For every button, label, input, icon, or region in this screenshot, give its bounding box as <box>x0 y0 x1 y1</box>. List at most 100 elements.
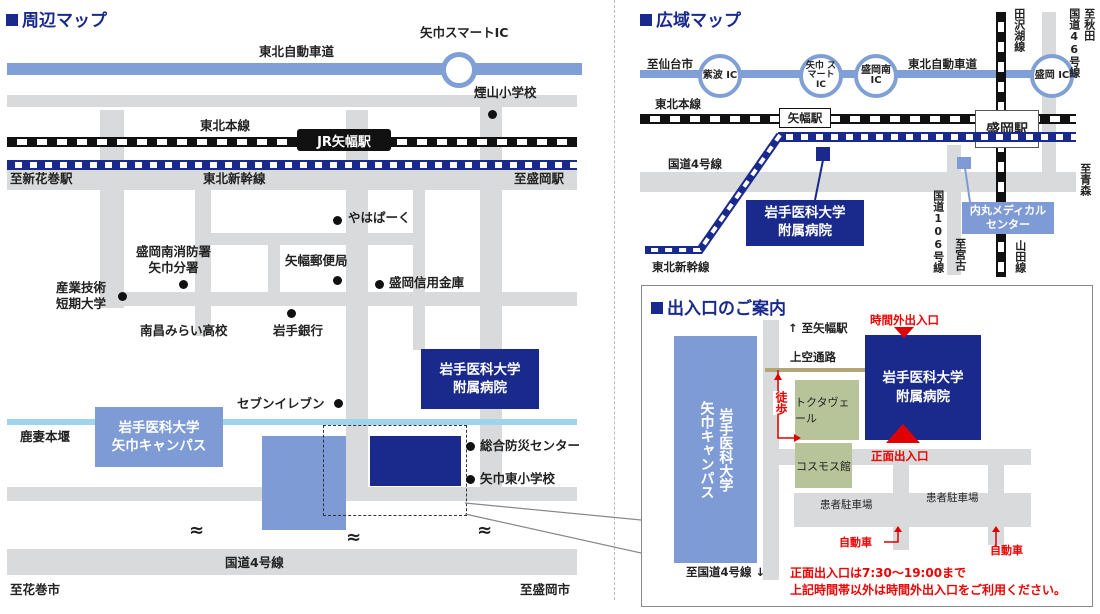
shinkin-label: 盛岡信用金庫 <box>389 275 465 290</box>
hospital-block <box>370 436 461 486</box>
to-sendai-label: 至仙台市 <box>647 57 693 71</box>
entrance-road-v <box>763 320 779 580</box>
iwate-bank-label: 岩手銀行 <box>273 323 324 338</box>
main-entrance-label: 正面出入口 <box>871 449 929 463</box>
entrance-campus-block: 岩手医科大学 矢巾キャンパス <box>674 336 757 563</box>
to-aomori-label: 至青森 <box>1078 163 1092 196</box>
tohoku-line <box>7 137 577 147</box>
road-h1 <box>7 95 577 107</box>
wide-shinkansen-h <box>778 132 1076 142</box>
to-akita-label: 至秋田 <box>1082 8 1096 41</box>
wide-route4-label: 国道4号線 <box>668 157 723 171</box>
tohoku-line-label: 東北本線 <box>200 118 251 133</box>
entrance-note-2: 上記時間帯以外は時間外出入口をご利用ください。 <box>790 583 1067 597</box>
cosmos-building: コスモス館 <box>795 443 852 488</box>
tazawako-line-label: 田沢湖線 <box>1012 8 1026 52</box>
road-break-right: ≈ <box>477 520 493 541</box>
car1-label: 自動車 <box>839 536 872 549</box>
to-route4-label: 至国道4号線 ↓ <box>686 565 766 579</box>
to-yahaba-label: ↑ 至矢幅駅 <box>788 321 848 335</box>
wide-map-title: 広域マップ <box>640 6 741 31</box>
car-route-1 <box>884 526 902 543</box>
smart-ic-marker <box>441 52 477 88</box>
tech-college-label: 産業技術 短期大学 <box>56 280 107 311</box>
tokutavale-building: トクタヴェール <box>795 380 859 440</box>
route46-label: 国道46号線 <box>1067 8 1081 78</box>
school-kemuriyama-dot <box>488 110 497 119</box>
wide-hospital-leader <box>814 160 824 201</box>
iwate-bank-dot <box>287 309 296 318</box>
nansho-hs-label: 南昌みらい高校 <box>140 323 228 338</box>
shinkansen <box>7 160 577 170</box>
seven-eleven-dot <box>334 399 343 408</box>
entrance-campus-label: 岩手医科大学 矢巾キャンパス <box>698 400 734 499</box>
yahaba-station-box: 矢幅駅 <box>779 108 831 128</box>
walk-label: 徒歩 <box>773 391 788 415</box>
yahaba-smart-ic: 矢巾 スマート IC <box>799 54 843 98</box>
wide-route46 <box>1042 12 1056 192</box>
uchimaru-callout: 内丸メディカル センター <box>962 202 1054 234</box>
entrance-title-text: 出入口のご案内 <box>667 299 786 319</box>
smart-ic-label: 矢巾スマートIC <box>420 25 509 40</box>
wide-shinkansen-label: 東北新幹線 <box>652 260 710 274</box>
campus-callout: 岩手医科大学 矢巾キャンパス <box>95 407 223 467</box>
road-h3 <box>120 292 577 306</box>
uchimaru-marker <box>957 157 971 169</box>
wide-hospital-marker <box>816 147 830 161</box>
yahaba-east-es-label: 矢巾東小学校 <box>480 471 556 486</box>
seven-eleven-label: セブンイレブン <box>237 396 325 411</box>
route106-label: 国道106号線 <box>931 190 945 273</box>
station-badge: JR矢幅駅 <box>297 129 391 151</box>
car2-label: 自動車 <box>990 544 1023 557</box>
parking2-label: 患者駐車場 <box>926 492 979 504</box>
entrance-frame <box>641 285 1093 607</box>
wide-route106 <box>947 145 961 275</box>
entrance-title: 出入口のご案内 <box>651 294 786 319</box>
road-break-center: ≈ <box>346 527 362 548</box>
school-kemuriyama-label: 煙山小学校 <box>474 85 537 100</box>
morioka-station-box: 盛岡駅 <box>975 110 1039 148</box>
campus-block <box>262 436 346 530</box>
section-divider <box>614 0 615 600</box>
fire-station-label: 盛岡南消防署 矢巾分署 <box>136 244 212 275</box>
road-v-small <box>195 306 209 336</box>
hospital-callout: 岩手医科大学 附属病院 <box>421 349 539 409</box>
wide-map-title-text: 広域マップ <box>656 11 741 31</box>
yahaba-east-es-dot <box>466 475 475 484</box>
car-route-2 <box>992 526 1000 546</box>
wide-shinkansen-diagonal <box>645 132 784 254</box>
disaster-center-label: 総合防災センター <box>480 438 581 453</box>
wide-tohoku-line-label: 東北本線 <box>655 97 701 111</box>
river-label: 鹿妻本堰 <box>20 429 71 444</box>
nearby-map-title: 周辺マップ <box>6 6 107 31</box>
shinkansen-label: 東北新幹線 <box>203 171 266 186</box>
to-morioka-station-label: 至盛岡駅 <box>514 171 565 186</box>
moriokaminami-ic: 盛岡南 IC <box>854 54 898 98</box>
after-hours-marker <box>894 327 914 338</box>
wide-expressway-label: 東北自動車道 <box>908 57 977 71</box>
route4-label: 国道4号線 <box>225 555 284 570</box>
morioka-ic: 盛岡 IC <box>1030 54 1074 98</box>
entrance-hospital-block: 岩手医科大学 附属病院 <box>865 335 981 440</box>
nearby-map-title-text: 周辺マップ <box>22 11 107 31</box>
river <box>7 419 577 425</box>
wide-hospital-callout: 岩手医科大学 附属病院 <box>746 200 864 246</box>
shinkin-dot <box>375 280 384 289</box>
post-office-dot <box>333 276 342 285</box>
disaster-center-dot <box>466 442 475 451</box>
road-h2 <box>195 233 425 245</box>
after-hours-label: 時間外出入口 <box>870 313 939 327</box>
tech-college-dot <box>118 292 127 301</box>
to-miyako-label: 至宮古 <box>953 238 967 271</box>
parking1-label: 患者駐車場 <box>820 499 873 511</box>
main-entrance-marker <box>886 424 920 443</box>
yahapark-label: やはぱーく <box>348 210 411 225</box>
to-shinhanamaki-label: 至新花巻駅 <box>10 171 73 186</box>
entrance-note-1: 正面出入口は7:30〜19:00まで <box>790 566 967 580</box>
road-route4 <box>7 549 577 575</box>
fire-station-dot <box>179 280 188 289</box>
zoom-area-frame <box>323 425 467 516</box>
skyway <box>765 368 865 372</box>
parking-area <box>794 493 1031 527</box>
to-morioka-city-label: 至盛岡市 <box>520 582 571 597</box>
